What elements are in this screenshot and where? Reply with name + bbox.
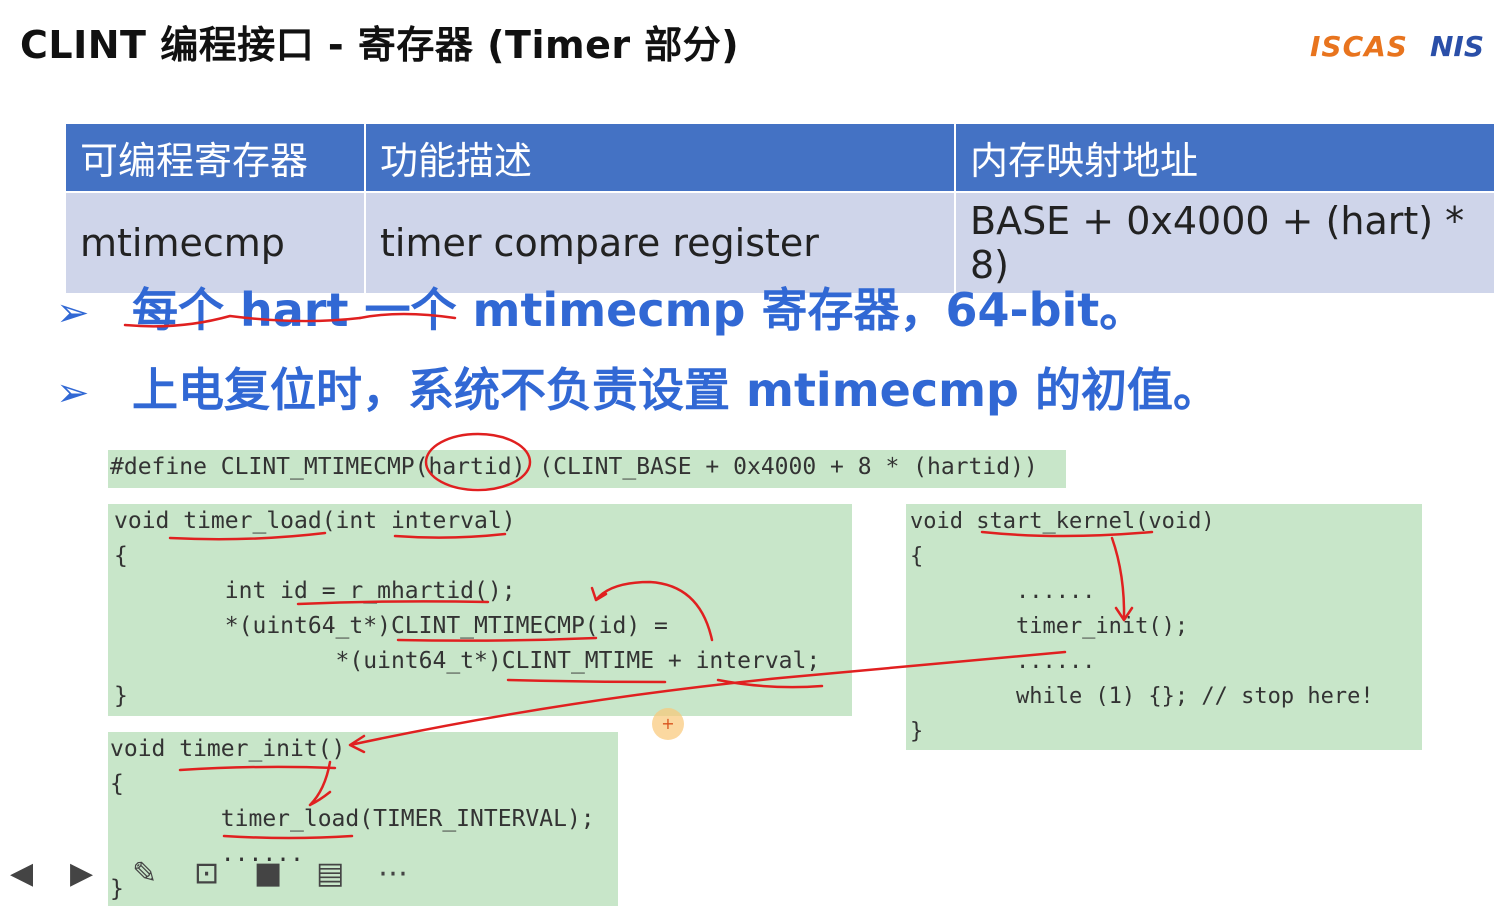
more-icon[interactable]: ⋯: [378, 856, 408, 891]
arrow-bullet-icon: ➢: [56, 370, 90, 416]
table-header: 功能描述: [365, 124, 956, 192]
screenshot-icon[interactable]: ⊡: [194, 856, 220, 891]
bullet-text: 上电复位时，系统不负责设置 mtimecmp 的初值。: [132, 363, 1219, 417]
table-cell: mtimecmp: [66, 191, 366, 293]
institution-logo: ISCAS NIS: [1310, 30, 1484, 63]
timer-load-code-block: void timer_load(int interval) { int id = …: [108, 504, 852, 716]
code-line: void timer_init(): [110, 736, 346, 762]
table-row: mtimecmp timer compare register BASE + 0…: [66, 191, 1494, 293]
code-line: int id = r_mhartid();: [114, 578, 516, 604]
bullet-item: ➢ 每个 hart 一个 mtimecmp 寄存器，64-bit。: [56, 274, 1145, 340]
start-kernel-code-block: void start_kernel(void) { ...... timer_in…: [906, 504, 1422, 750]
logo-iscas: ISCAS: [1310, 30, 1408, 63]
pointer-indicator-icon: +: [652, 708, 684, 740]
bullet-item: ➢ 上电复位时，系统不负责设置 mtimecmp 的初值。: [56, 354, 1219, 420]
table-header-row: 可编程寄存器 功能描述 内存映射地址: [66, 124, 1494, 192]
camera-icon[interactable]: ■: [254, 856, 283, 891]
code-line: timer_load(TIMER_INTERVAL);: [110, 806, 595, 832]
slide-title: CLINT 编程接口 - 寄存器 (Timer 部分): [20, 23, 740, 67]
code-line: void timer_load(int interval): [114, 508, 516, 534]
code-line: }: [114, 683, 128, 709]
arrow-bullet-icon: ➢: [56, 290, 90, 336]
code-line: timer_init();: [910, 614, 1189, 639]
code-line: while (1) {}; // stop here!: [910, 684, 1374, 709]
next-icon[interactable]: ▶: [70, 856, 94, 891]
logo-nis: NIS: [1429, 30, 1484, 63]
timer-init-code-block: void timer_init() { timer_load(TIMER_INTE…: [108, 732, 618, 906]
comment-icon[interactable]: ▤: [316, 856, 345, 891]
table-header: 可编程寄存器: [66, 124, 366, 192]
code-line: {: [910, 544, 924, 569]
define-code-block: #define CLINT_MTIMECMP(hartid) (CLINT_BA…: [108, 450, 1066, 488]
code-line: {: [110, 771, 124, 797]
pen-icon[interactable]: ✎: [132, 856, 158, 891]
code-line: ......: [110, 841, 304, 867]
code-line: {: [114, 543, 128, 569]
table-header: 内存映射地址: [955, 124, 1494, 192]
code-line: ......: [910, 649, 1096, 674]
code-line: ......: [910, 579, 1096, 604]
prev-icon[interactable]: ◀: [10, 856, 34, 891]
code-line: }: [910, 719, 924, 744]
code-line: *(uint64_t*)CLINT_MTIMECMP(id) =: [114, 613, 668, 639]
code-line: void start_kernel(void): [910, 509, 1215, 534]
bullet-text: 每个 hart 一个 mtimecmp 寄存器，64-bit。: [132, 283, 1146, 337]
code-line: *(uint64_t*)CLINT_MTIME + interval;: [114, 648, 821, 674]
register-table: 可编程寄存器 功能描述 内存映射地址 mtimecmp timer compar…: [66, 124, 1494, 293]
table-cell: timer compare register: [365, 191, 956, 293]
code-line: }: [110, 876, 124, 902]
